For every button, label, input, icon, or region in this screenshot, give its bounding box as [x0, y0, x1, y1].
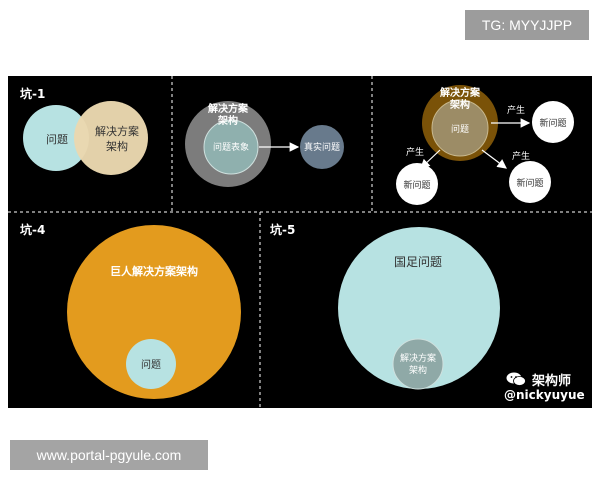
p3-produce-label-down: 产生 — [512, 150, 530, 162]
wechat-icon — [506, 372, 526, 386]
p1-solution-label-2: 架构 — [106, 139, 128, 153]
p2-real-circle — [300, 125, 344, 169]
p2-solution-label-1: 解决方案 — [208, 102, 249, 115]
p5-title: 坑-5 — [270, 223, 296, 237]
watermark-name: 架构师 — [532, 374, 572, 389]
p3-produce-label-left: 产生 — [406, 146, 424, 158]
p4-title: 坑-4 — [20, 223, 46, 237]
p3-new-problem-right-label: 新问题 — [539, 117, 566, 129]
p1-problem-circle — [23, 105, 89, 171]
p1-solution-circle — [74, 101, 148, 175]
p3-new-problem-right — [532, 101, 574, 143]
p4-giant-circle — [67, 225, 241, 399]
p4-problem-circle — [126, 339, 176, 389]
p3-problem-label: 问题 — [451, 123, 469, 135]
diagram-canvas: 问题 解决方案 架构 解决方案 架构 问题表象 真实问题 解决方案 架构 问题 … — [8, 76, 592, 408]
p5-solution-circle — [392, 338, 444, 390]
p3-new-problem-left — [396, 163, 438, 205]
footer-url: www.portal-pgyule.com — [10, 440, 208, 470]
p3-problem-circle — [431, 99, 489, 157]
p1-solution-label-1: 解决方案 — [95, 124, 139, 138]
p3-solution-label-2: 架构 — [449, 98, 470, 111]
p3-new-problem-left-label: 新问题 — [403, 179, 430, 191]
p1-problem-label: 问题 — [46, 133, 68, 146]
p2-surface-label: 问题表象 — [213, 141, 249, 153]
p3-solution-label-1: 解决方案 — [440, 86, 481, 99]
p5-national-label: 国足问题 — [394, 255, 442, 269]
p3-arrow-down — [481, 149, 507, 169]
p1-title: 坑-1 — [20, 87, 46, 101]
p4-giant-label: 巨人解决方案架构 — [110, 264, 198, 278]
p2-real-label: 真实问题 — [304, 141, 340, 153]
p2-surface-circle — [203, 119, 259, 175]
watermark: 架构师 @nickyuyue — [502, 370, 590, 406]
diagram-board: 问题 解决方案 架构 解决方案 架构 问题表象 真实问题 解决方案 架构 问题 … — [8, 76, 592, 408]
p5-solution-label-1: 解决方案 — [400, 352, 436, 364]
p4-problem-label: 问题 — [141, 358, 161, 371]
watermark-handle: @nickyuyue — [504, 388, 585, 402]
p3-new-problem-down — [509, 161, 551, 203]
p3-produce-label-right: 产生 — [507, 104, 525, 116]
p5-solution-label-2: 架构 — [409, 364, 427, 376]
p2-solution-label-2: 架构 — [217, 114, 238, 127]
p5-national-circle — [338, 227, 500, 389]
p3-new-problem-down-label: 新问题 — [516, 177, 543, 189]
top-tag: TG: MYYJJPP — [465, 10, 589, 40]
